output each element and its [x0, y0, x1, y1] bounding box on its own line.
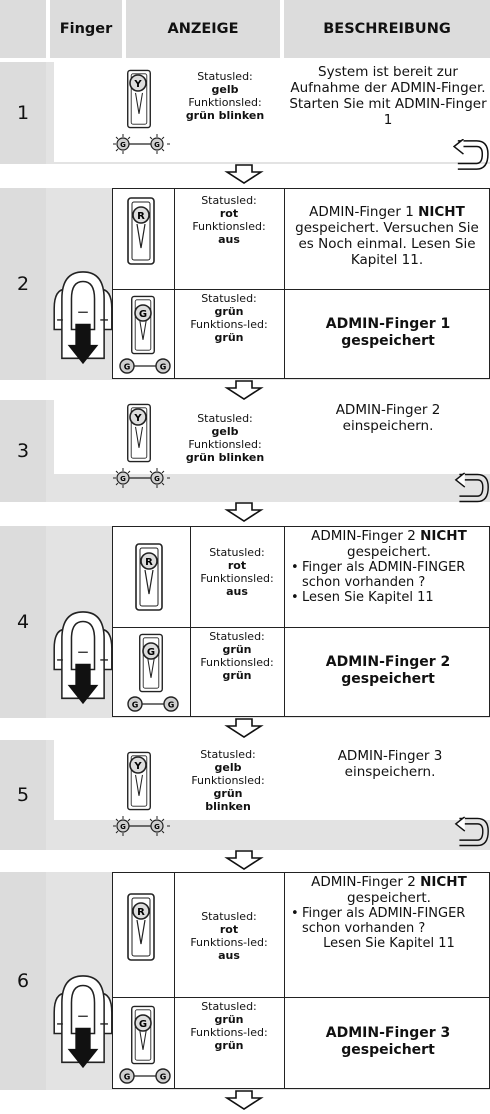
- step-description: ADMIN-Finger 2 gespeichert: [325, 654, 451, 687]
- svg-text:G: G: [160, 1073, 167, 1082]
- svg-text:G: G: [132, 701, 139, 710]
- finger-place-icon: [52, 270, 114, 366]
- sensor-yellow-icon: Y G G: [113, 66, 170, 156]
- header-anzeige: ANZEIGE: [126, 0, 280, 58]
- svg-text:G: G: [154, 475, 160, 483]
- arrow-down-icon: [222, 502, 266, 522]
- header-corner: [0, 0, 46, 58]
- svg-text:G: G: [120, 823, 126, 831]
- arrow-down-icon: [222, 850, 266, 870]
- return-arrow-icon: [454, 472, 490, 504]
- indicator-text: Statusled: gelb Funktionsled: grün blink…: [185, 70, 265, 122]
- step-card: [54, 740, 490, 820]
- return-arrow-icon: [452, 139, 490, 171]
- step-description: ADMIN-Finger 2 NICHT gespeichert. Finger…: [290, 528, 488, 605]
- step-number: 5: [0, 740, 46, 850]
- indicator-text: Statusled: grün Funktionsled: grün: [200, 630, 274, 682]
- indicator-text: Statusled: gelb Funktionsled: grün blink…: [191, 748, 265, 813]
- step-number: 3: [0, 400, 46, 502]
- svg-text:G: G: [120, 141, 126, 149]
- sensor-green-icon: G G G: [118, 1004, 172, 1088]
- svg-text:G: G: [160, 363, 167, 372]
- list-item: Finger als ADMIN-FINGER schon vorhanden …: [291, 560, 488, 590]
- step-card: [54, 400, 490, 474]
- step-description: ADMIN-Finger 3 gespeichert: [325, 1025, 451, 1058]
- arrow-down-icon: [222, 718, 266, 738]
- finger-place-icon: [52, 974, 114, 1070]
- svg-text:G: G: [154, 141, 160, 149]
- sensor-red-icon: R: [126, 892, 166, 980]
- svg-text:G: G: [124, 1073, 131, 1082]
- step-description: ADMIN-Finger 1 NICHT gespeichert. Versuc…: [295, 204, 479, 268]
- svg-text:R: R: [137, 211, 145, 222]
- arrow-down-icon: [222, 380, 266, 400]
- svg-text:G: G: [139, 1019, 147, 1030]
- svg-text:R: R: [137, 907, 145, 918]
- sensor-yellow-icon: Y G G: [113, 748, 170, 838]
- arrow-down-icon: [222, 164, 266, 184]
- svg-text:Y: Y: [133, 413, 142, 424]
- svg-text:Y: Y: [133, 761, 142, 772]
- step-description: ADMIN-Finger 2 NICHT gespeichert. Finger…: [290, 874, 488, 952]
- sensor-red-icon: R: [134, 542, 174, 630]
- sensor-green-icon: G G G: [126, 632, 180, 716]
- list-item: Lesen Sie Kapitel 11: [291, 590, 488, 605]
- step-description-tail: Lesen Sie Kapitel 11: [323, 936, 455, 951]
- result-success-row: [112, 997, 490, 1089]
- svg-text:G: G: [168, 701, 175, 710]
- step-number: 1: [0, 62, 46, 164]
- svg-text:G: G: [124, 363, 131, 372]
- list-item: Finger als ADMIN-FINGER schon vorhanden …: [291, 906, 488, 936]
- step-description: System ist bereit zur Aufnahme der ADMIN…: [289, 64, 487, 128]
- header-beschreibung: BESCHREIBUNG: [284, 0, 490, 58]
- indicator-text: Statusled: grün Funktions-led: grün: [190, 292, 268, 344]
- step-description: ADMIN-Finger 2 einspeichern.: [335, 402, 441, 434]
- sensor-green-icon: G G G: [118, 294, 172, 378]
- indicator-text: Statusled: rot Funktions-led: aus: [190, 910, 268, 962]
- indicator-text: Statusled: grün Funktions-led: grün: [190, 1000, 268, 1052]
- return-arrow-icon: [454, 816, 490, 848]
- finger-place-icon: [52, 610, 114, 706]
- svg-text:G: G: [120, 475, 126, 483]
- svg-text:G: G: [154, 823, 160, 831]
- step-number: 6: [0, 872, 46, 1090]
- step-description: ADMIN-Finger 1 gespeichert: [325, 316, 451, 349]
- sensor-yellow-icon: Y G G: [113, 400, 170, 490]
- indicator-text: Statusled: rot Funktionsled: aus: [200, 546, 274, 598]
- sensor-red-icon: R: [126, 196, 166, 284]
- svg-text:G: G: [147, 647, 155, 658]
- svg-text:Y: Y: [133, 79, 142, 90]
- header-finger: Finger: [50, 0, 122, 58]
- step-number: 4: [0, 526, 46, 718]
- indicator-text: Statusled: rot Funktionsled: aus: [192, 194, 266, 246]
- arrow-down-icon: [222, 1090, 266, 1110]
- indicator-text: Statusled: gelb Funktionsled: grün blink…: [185, 412, 265, 464]
- step-description: ADMIN-Finger 3 einspeichern.: [337, 748, 443, 780]
- svg-text:G: G: [139, 309, 147, 320]
- svg-text:R: R: [145, 557, 153, 568]
- step-number: 2: [0, 188, 46, 380]
